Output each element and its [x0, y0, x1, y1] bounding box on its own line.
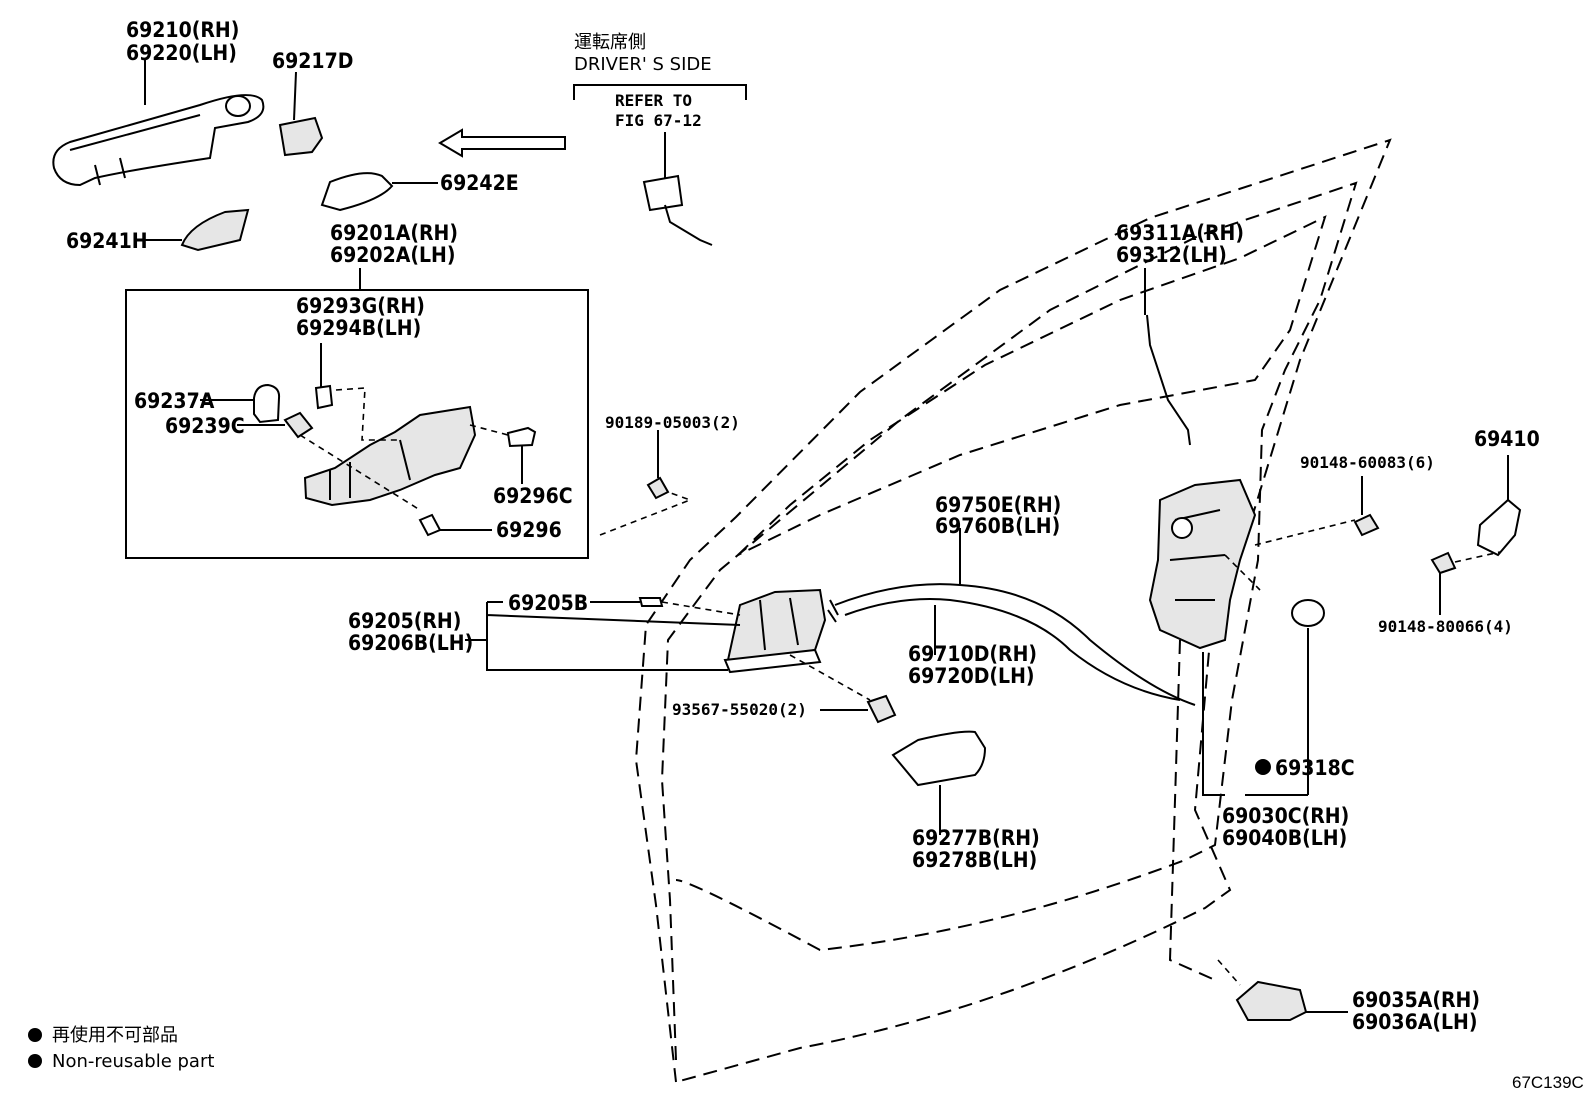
part-labels: 69210(RH) 69220(LH) 69217D 69242E 69241H… — [66, 18, 1540, 1034]
label-90148-80066: 90148-80066(4) — [1378, 617, 1513, 636]
refer-to-label: REFER TO — [615, 91, 692, 110]
label-69750e: 69750E(RH) — [935, 493, 1061, 517]
legend-bullet-jp — [28, 1028, 42, 1042]
driver-side-reference: 運転席側 DRIVER' S SIDE REFER TO FIG 67-12 — [573, 32, 747, 246]
non-reusable-marker — [1255, 759, 1271, 775]
legend-jp: 再使用不可部品 — [52, 1025, 178, 1046]
direction-arrow — [438, 128, 566, 158]
label-69035a: 69035A(RH) — [1352, 988, 1480, 1012]
screw-69205b — [638, 597, 664, 607]
door-lock-assembly-group — [1148, 478, 1356, 796]
label-90148-60083: 90148-60083(6) — [1300, 453, 1435, 472]
label-93567: 93567-55020(2) — [672, 700, 807, 719]
handle-frame — [303, 405, 477, 507]
label-69030c: 69030C(RH) — [1222, 804, 1349, 828]
striker-group — [1353, 455, 1522, 615]
cap-69237a — [253, 383, 281, 424]
label-69241h: 69241H — [66, 229, 148, 253]
label-69205b: 69205B — [508, 591, 588, 615]
label-69040b: 69040B(LH) — [1222, 826, 1347, 850]
gasket-69242e — [320, 172, 394, 212]
screw-93567 — [866, 694, 897, 724]
pad-69239c — [283, 411, 314, 439]
seal-69318c — [1291, 599, 1325, 627]
lock-rod-group — [1144, 268, 1191, 446]
driver-side-en: DRIVER' S SIDE — [574, 54, 712, 75]
label-69760b: 69760B(LH) — [935, 514, 1060, 538]
label-69710d: 69710D(RH) — [908, 642, 1037, 666]
label-69410: 69410 — [1474, 427, 1540, 451]
label-69217d: 69217D — [272, 49, 353, 73]
handle-frame-group — [125, 268, 589, 559]
outside-handle — [52, 94, 265, 187]
cables-group — [827, 528, 1196, 706]
label-69318c: 69318C — [1275, 756, 1355, 780]
bezel-group — [891, 730, 987, 835]
bracket-69035a — [1235, 980, 1308, 1021]
cable-69750e — [834, 583, 1196, 706]
striker-69410 — [1476, 498, 1522, 557]
screw-90148-80066 — [1430, 551, 1457, 575]
label-69206b: 69206B(LH) — [348, 631, 473, 655]
label-69278b: 69278B(LH) — [912, 848, 1037, 872]
label-69202a: 69202A(LH) — [330, 243, 455, 267]
label-69239c: 69239C — [165, 414, 245, 438]
label-69277b: 69277B(RH) — [912, 826, 1040, 850]
lock-rod — [1146, 314, 1191, 446]
label-69220: 69220(LH) — [126, 41, 237, 65]
lower-bracket-group — [1217, 959, 1348, 1021]
bolt-90189 — [646, 476, 670, 500]
label-69720d: 69720D(LH) — [908, 664, 1035, 688]
figure-code: 67C139C — [1512, 1073, 1584, 1092]
bezel-69277b — [891, 730, 987, 787]
label-69296c: 69296C — [493, 484, 573, 508]
handle-cover-69217d — [278, 116, 324, 157]
label-69312: 69312(LH) — [1116, 243, 1227, 267]
screw-69296 — [418, 513, 442, 537]
lock-cylinder — [642, 174, 684, 212]
legend-en: Non-reusable part — [52, 1051, 214, 1072]
inside-handle-group — [465, 430, 897, 724]
label-69205: 69205(RH) — [348, 609, 461, 633]
label-69237a: 69237A — [134, 389, 215, 413]
legend: 再使用不可部品 Non-reusable part — [28, 1025, 214, 1072]
label-69294b: 69294B(LH) — [296, 316, 421, 340]
label-69242e: 69242E — [440, 171, 519, 195]
label-69296: 69296 — [496, 518, 562, 542]
outside-handle-group — [52, 60, 566, 252]
refer-fig-label: FIG 67-12 — [615, 111, 702, 130]
label-69311a: 69311A(RH) — [1116, 221, 1244, 245]
label-90189: 90189-05003(2) — [605, 413, 740, 432]
clip-69293g — [314, 384, 334, 410]
label-69210: 69210(RH) — [126, 18, 239, 42]
driver-side-jp: 運転席側 — [574, 32, 646, 53]
door-outline — [634, 138, 1392, 1083]
legend-bullet-en — [28, 1054, 42, 1068]
gasket-69241h — [180, 208, 250, 252]
pin-69296c — [506, 426, 537, 448]
label-69293g: 69293G(RH) — [296, 294, 425, 318]
screw-90148-60083 — [1353, 513, 1380, 537]
label-69201a: 69201A(RH) — [330, 221, 458, 245]
door-lock-assembly — [1148, 478, 1257, 650]
label-69036a: 69036A(LH) — [1352, 1010, 1477, 1034]
